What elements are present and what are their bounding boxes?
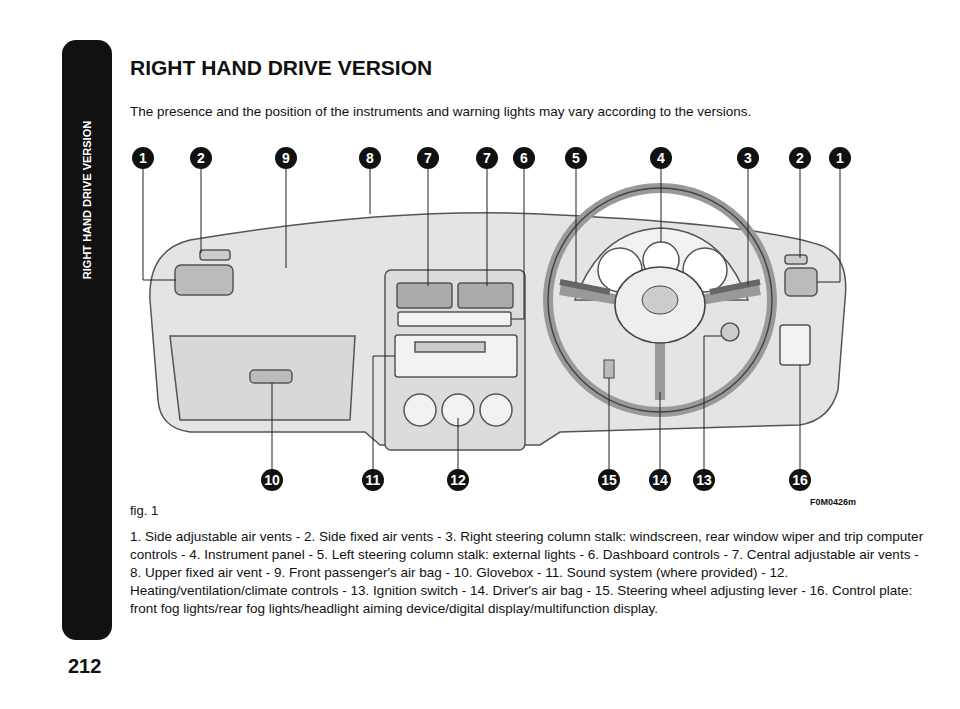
callout-number: 7 — [476, 147, 498, 169]
side-band — [62, 40, 112, 640]
callout-number: 1 — [132, 147, 154, 169]
caption-text: 1. Side adjustable air vents - 2. Side f… — [130, 528, 930, 618]
figure-label: fig. 1 — [130, 503, 158, 518]
callout-number: 1 — [829, 147, 851, 169]
callout-number: 16 — [789, 469, 811, 491]
callout-number: 14 — [649, 469, 671, 491]
callout-number: 2 — [789, 147, 811, 169]
callout-number: 6 — [513, 147, 535, 169]
figure-code: F0M0426m — [810, 497, 856, 507]
callout-number: 4 — [650, 147, 672, 169]
callout-number: 12 — [447, 469, 469, 491]
callout-number: 11 — [362, 469, 384, 491]
steering-wheel — [548, 188, 772, 412]
callout-number: 13 — [693, 469, 715, 491]
page-number: 212 — [68, 655, 101, 678]
callout-number: 3 — [737, 147, 759, 169]
callout-number: 2 — [190, 147, 212, 169]
callout-number: 9 — [275, 147, 297, 169]
callout-number: 5 — [565, 147, 587, 169]
leader-lines — [143, 169, 840, 469]
note-text: The presence and the position of the ins… — [130, 104, 930, 119]
page-title: RIGHT HAND DRIVE VERSION — [130, 56, 432, 80]
callout-number: 15 — [598, 469, 620, 491]
section-tab: RIGHT HAND DRIVE VERSION — [81, 121, 93, 279]
callout-number: 7 — [417, 147, 439, 169]
callout-number: 10 — [261, 469, 283, 491]
dashboard — [150, 213, 846, 450]
callout-number: 8 — [359, 147, 381, 169]
